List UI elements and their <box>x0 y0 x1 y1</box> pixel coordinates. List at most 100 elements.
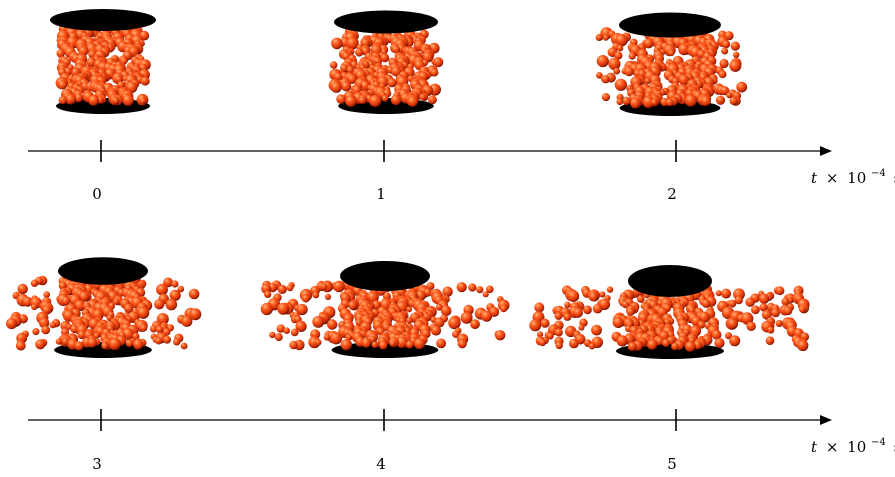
particle <box>746 321 756 331</box>
axis-label-unit: s <box>894 438 895 456</box>
particle <box>355 48 364 57</box>
particle <box>56 49 65 58</box>
particle <box>436 338 446 349</box>
particle <box>260 302 273 316</box>
particle <box>616 98 623 106</box>
particle <box>348 300 358 310</box>
particle <box>536 331 544 338</box>
particle <box>433 57 444 68</box>
particle <box>539 339 546 347</box>
particle <box>589 292 599 302</box>
particle <box>726 92 733 99</box>
particle <box>329 61 338 69</box>
axis-label-exponent: −4 <box>871 168 886 179</box>
particle <box>481 310 493 322</box>
particle <box>181 315 193 327</box>
particle <box>621 300 630 309</box>
particle <box>290 328 299 337</box>
particle <box>655 336 664 346</box>
particle <box>334 72 343 82</box>
particle <box>583 305 592 315</box>
axis-label-times: × <box>826 169 839 187</box>
particle <box>155 337 163 345</box>
axis-label-unit: s <box>894 169 895 187</box>
particle <box>133 339 144 350</box>
particle <box>725 332 732 340</box>
axis-label-base: 10 <box>847 169 866 187</box>
particle <box>125 339 134 348</box>
particle <box>555 341 563 350</box>
particle <box>476 286 484 294</box>
particle <box>540 318 550 328</box>
particle <box>456 282 467 293</box>
particle <box>340 339 353 351</box>
particle <box>567 290 580 302</box>
particle <box>715 290 722 297</box>
particle <box>665 98 674 107</box>
particle <box>578 324 585 331</box>
particle <box>31 303 38 310</box>
particle <box>361 38 371 48</box>
particle <box>470 319 480 330</box>
particle <box>58 96 67 105</box>
particle <box>340 64 349 73</box>
particle <box>269 331 276 339</box>
particle <box>87 337 98 348</box>
particle <box>15 340 26 351</box>
particle <box>320 283 328 291</box>
particle <box>733 51 740 58</box>
particle <box>155 325 164 334</box>
particle <box>767 326 775 334</box>
particle <box>500 305 508 313</box>
axis-arrowhead <box>820 146 832 156</box>
particle <box>622 96 631 106</box>
particle <box>289 340 298 350</box>
particle <box>314 339 322 346</box>
particle <box>440 305 452 317</box>
particle <box>601 75 610 84</box>
particle <box>387 78 397 88</box>
particle <box>730 41 740 51</box>
particle <box>283 327 291 335</box>
particle <box>435 303 443 311</box>
particle <box>41 325 51 335</box>
particle <box>606 286 614 293</box>
particle-snapshot-t2 <box>595 12 748 116</box>
particle <box>35 339 46 350</box>
particle <box>140 76 150 86</box>
particle <box>173 338 181 346</box>
particle <box>346 37 359 50</box>
particle <box>721 288 732 299</box>
axis-label-variable: t <box>811 438 818 456</box>
particle <box>17 283 28 295</box>
particle-snapshot-t0 <box>50 9 156 114</box>
particle <box>295 320 307 332</box>
particle <box>448 316 461 330</box>
particle <box>58 80 68 90</box>
particle <box>626 308 635 316</box>
particle <box>775 286 785 296</box>
particle <box>428 95 437 105</box>
particle <box>112 97 120 105</box>
particle <box>122 94 134 107</box>
particle <box>323 334 331 341</box>
particle <box>599 291 606 298</box>
particle <box>108 337 121 351</box>
particle <box>74 341 84 351</box>
particle <box>616 44 624 52</box>
particle <box>74 93 84 103</box>
particle <box>70 325 79 334</box>
axis-label-variable: t <box>811 169 818 187</box>
particle <box>546 332 554 340</box>
particle <box>61 337 70 346</box>
particle <box>389 340 396 347</box>
top-platen <box>50 9 156 31</box>
particle <box>721 40 731 49</box>
particle <box>396 336 409 349</box>
particle <box>799 305 807 313</box>
particle <box>588 343 596 350</box>
particle <box>591 324 602 336</box>
particle <box>650 98 658 106</box>
particle <box>169 289 181 301</box>
